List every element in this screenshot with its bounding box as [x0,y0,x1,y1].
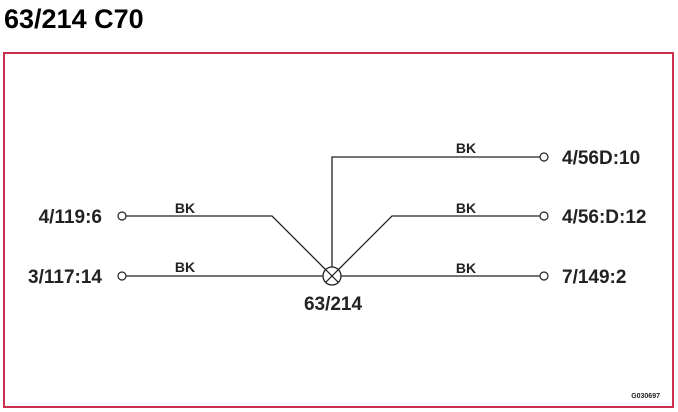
connector-label-right: 4/56D:10 [562,148,640,169]
terminal-circle [117,211,127,221]
wire-color-label: BK [175,200,195,216]
wire-color-label: BK [456,140,476,156]
wire-color-label: BK [456,260,476,276]
splice-label: 63/214 [304,294,363,315]
figure-code: G030697 [631,393,660,400]
wire-4-56-d-12 [331,215,540,277]
connector-label-right: 7/149:2 [562,267,626,288]
connector-label-left: 3/117:14 [28,267,102,288]
terminal-circle [539,211,549,221]
wire-color-label: BK [456,200,476,216]
crossed-circle-icon [322,266,342,286]
terminal-circle [539,152,549,162]
page-title: 63/214 C70 [4,4,144,34]
connector-label-left: 4/119:6 [39,207,102,228]
terminal-circle [117,271,127,281]
terminal-circle [539,271,549,281]
wire-4-119-6 [126,215,333,277]
wire-color-label: BK [175,259,195,275]
diagram-frame [3,52,674,408]
connector-label-right: 4/56:D:12 [562,207,647,228]
wire-4-56d-10 [331,156,540,267]
